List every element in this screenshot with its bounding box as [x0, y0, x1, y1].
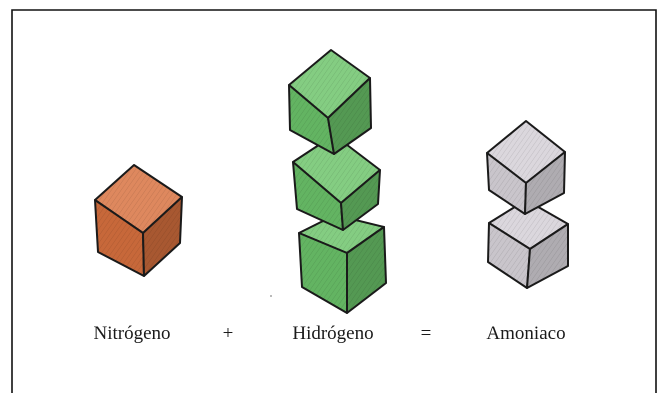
ammonia-cube-top — [487, 121, 565, 214]
plus-sign: + — [223, 323, 234, 344]
nitrogen-cube — [95, 165, 182, 276]
equals-sign: = — [421, 323, 432, 344]
pencil-dot — [270, 295, 272, 297]
label-nitrogen: Nitrógeno — [93, 323, 170, 344]
hydrogen-cube-top — [289, 50, 371, 154]
label-hydrogen: Hidrógeno — [292, 323, 373, 344]
label-ammonia: Amoniaco — [486, 323, 565, 344]
